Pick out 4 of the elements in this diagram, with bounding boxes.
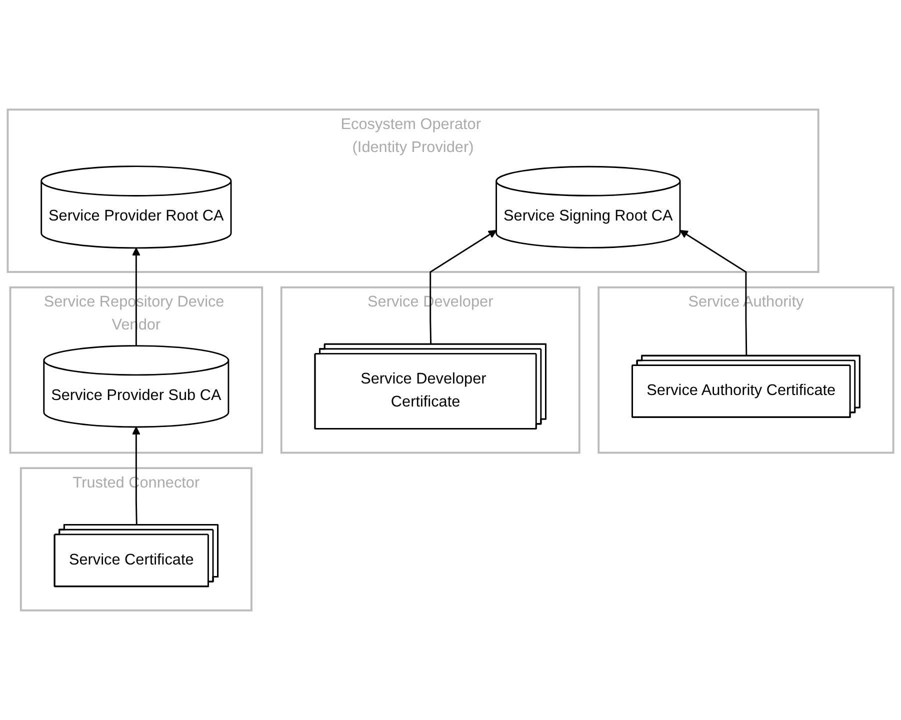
arrow [430,230,497,345]
arrow [680,230,748,356]
arrow [132,426,140,526]
arrow [132,248,140,346]
